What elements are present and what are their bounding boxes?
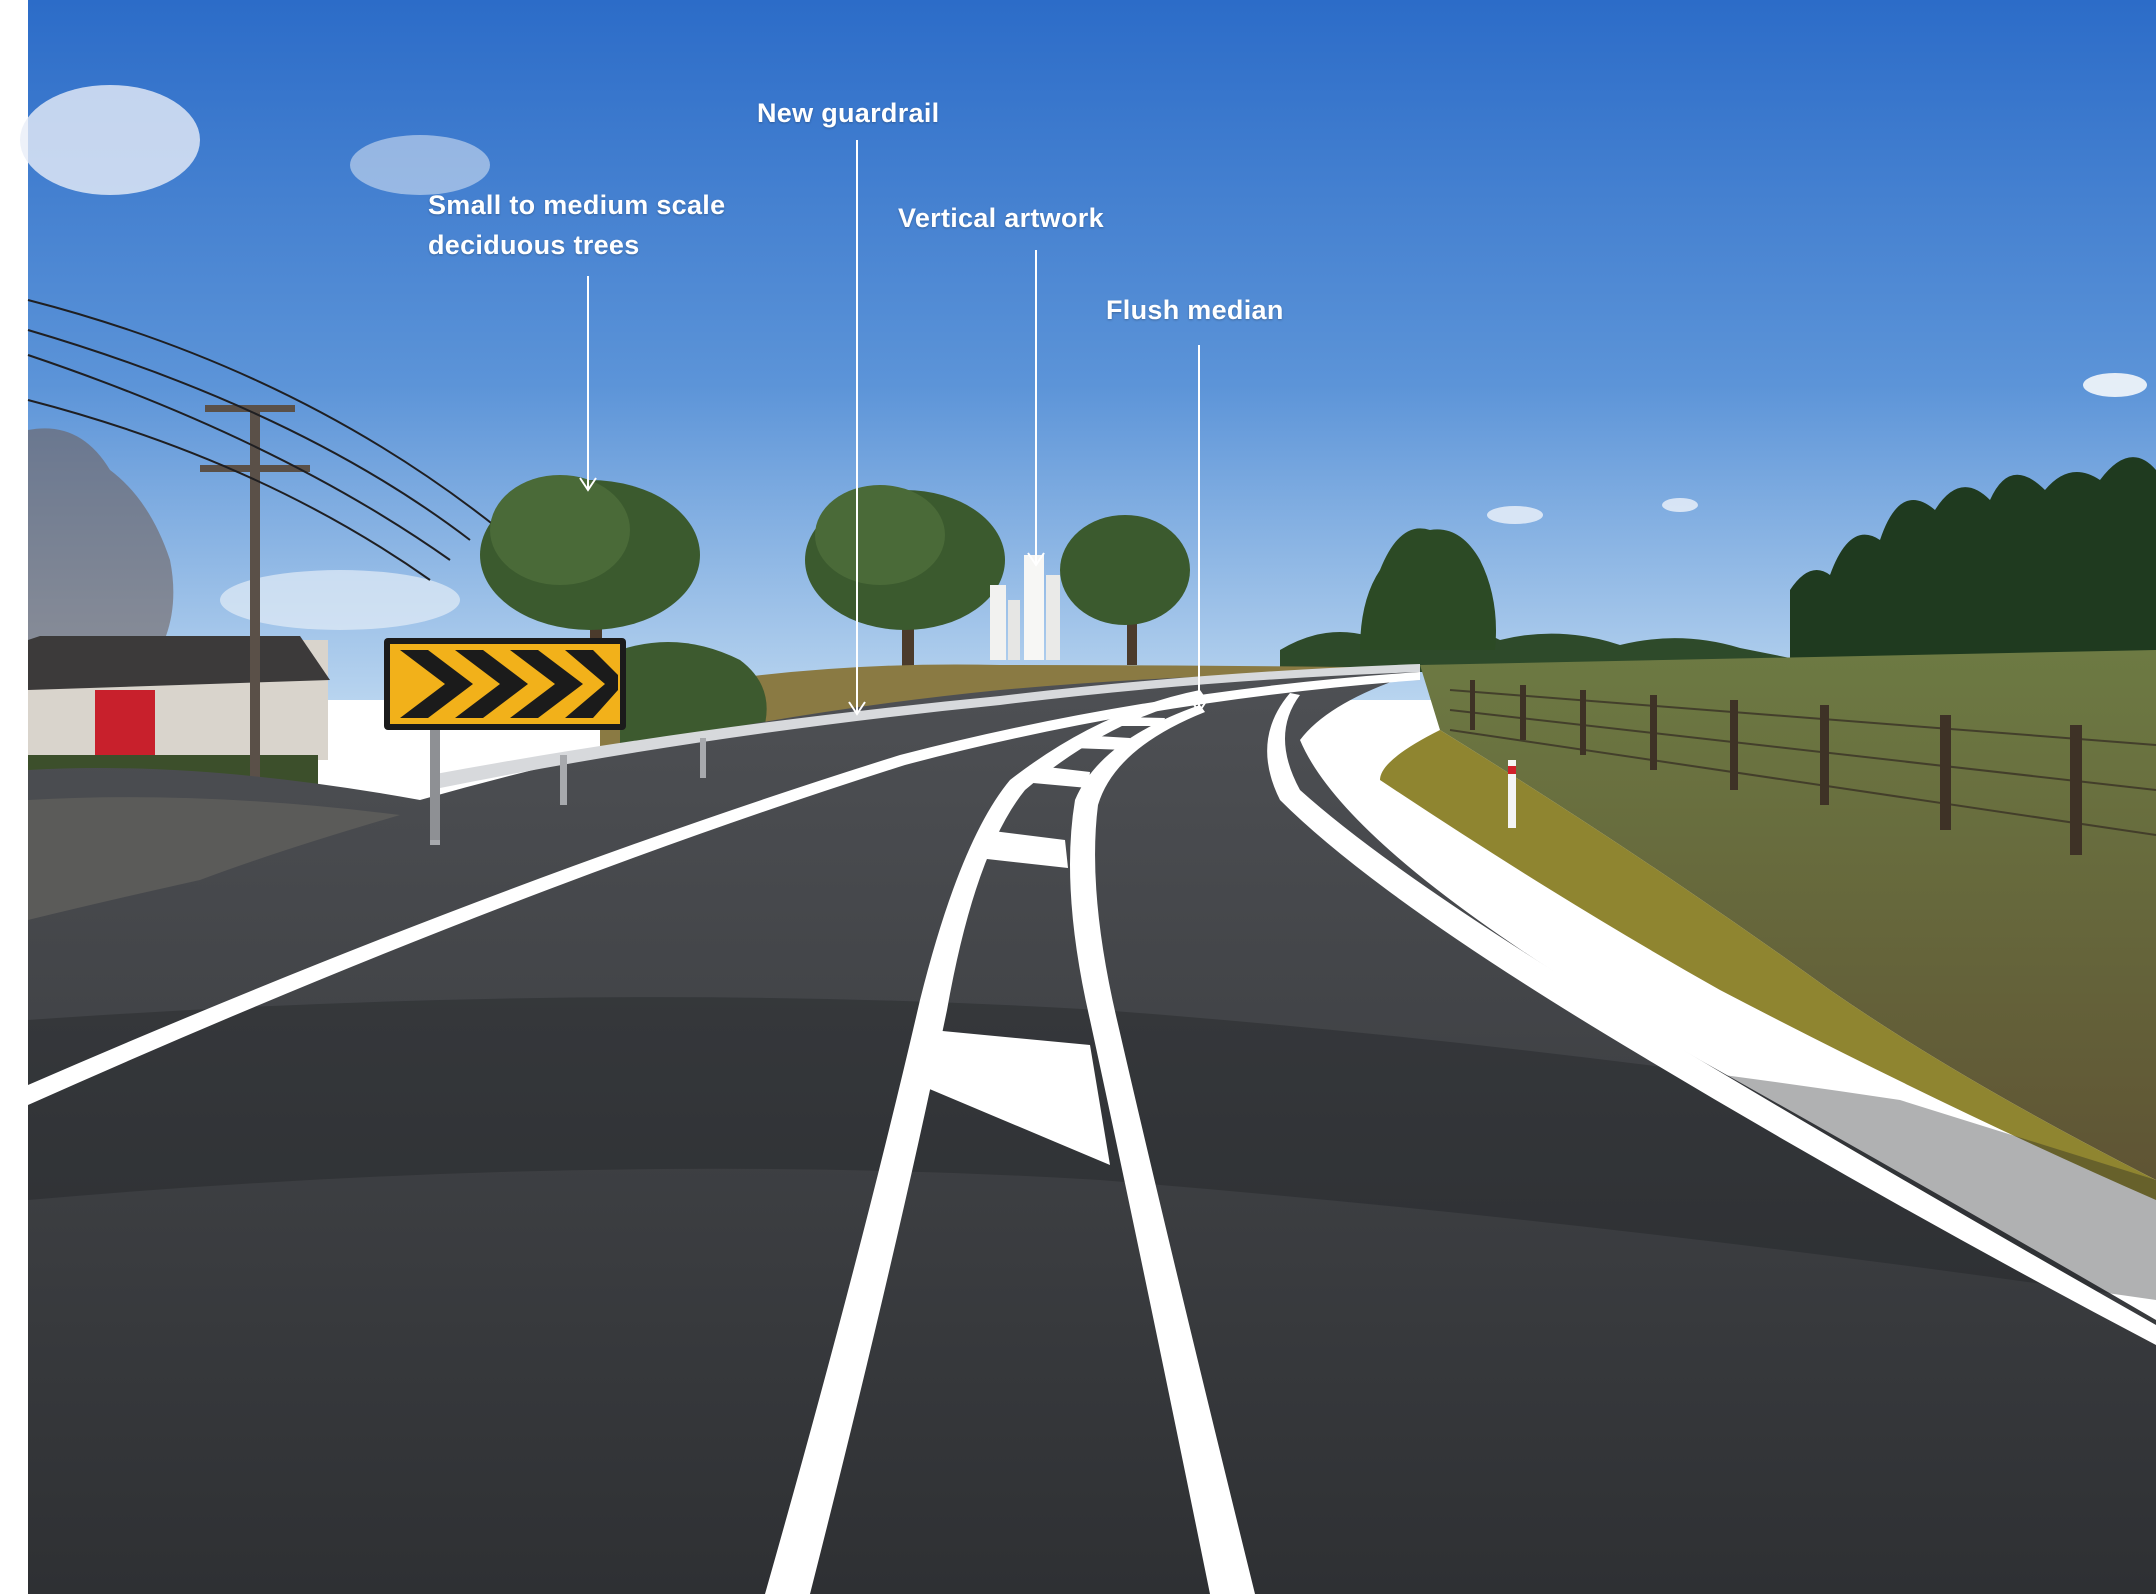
vertical-artwork [990, 555, 1060, 660]
verge-moss [1380, 730, 2156, 1200]
trees-callout-line1: Small to medium scale [428, 190, 726, 220]
cloud [220, 570, 460, 630]
cloud [350, 135, 490, 195]
right-edge-line [1267, 693, 2156, 1345]
median-line-left [765, 690, 1205, 1594]
fence-posts [1470, 680, 2082, 855]
tree-small-2 [805, 485, 1005, 670]
bare-tree [28, 428, 174, 650]
tree-small-3 [1060, 515, 1190, 665]
power-pole [250, 405, 260, 790]
cloud [2083, 373, 2147, 397]
callout-pointers [579, 140, 1208, 716]
conifer-hedge [1790, 457, 2156, 710]
field-right [1420, 650, 2156, 1180]
chevron-curve-sign [384, 638, 626, 840]
median-line-right [1070, 705, 1255, 1594]
cloud [1662, 498, 1698, 512]
trees-callout-label: Small to medium scale deciduous trees [428, 185, 725, 265]
tree-right [1360, 528, 1496, 650]
artwork-callout-label: Vertical artwork [898, 203, 1104, 233]
median-hatching [920, 717, 1165, 1165]
median-callout-label: Flush median [1106, 295, 1284, 325]
cloud [1487, 506, 1543, 524]
cloud [20, 85, 200, 195]
trees-callout-line2: deciduous trees [428, 230, 640, 260]
gravel-shoulder-left [28, 797, 400, 920]
white-marker-post [1508, 760, 1516, 828]
red-signboard [95, 690, 155, 758]
power-lines [27, 299, 501, 581]
guardrail-callout-label: New guardrail [757, 98, 940, 128]
fence-wire [1449, 689, 2156, 836]
